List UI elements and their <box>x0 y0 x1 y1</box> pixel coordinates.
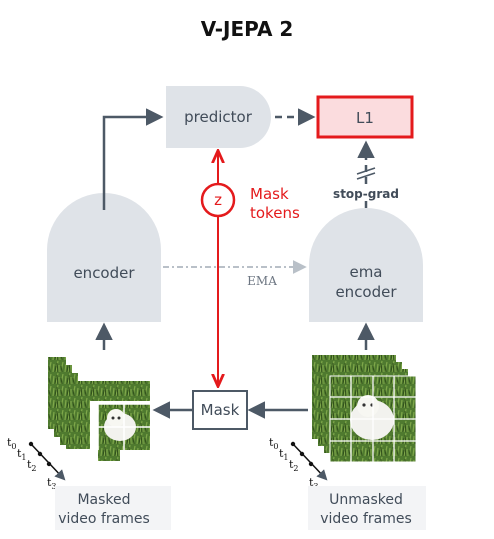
unmasked-caption-bg <box>308 486 426 530</box>
t2-label-right: t2 <box>289 458 299 473</box>
t0-dot-left <box>28 441 34 447</box>
visible-patch-b <box>90 381 150 401</box>
kitten-head <box>107 409 125 427</box>
kitten-eye-left <box>111 416 115 420</box>
visible-patch-a <box>66 381 90 401</box>
encoder-label: encoder <box>73 264 135 282</box>
t0-dot-right <box>290 441 296 447</box>
t3-label-left: t3 <box>47 476 57 491</box>
t2-dot-right <box>308 461 314 467</box>
time-axis-arrow-right <box>292 443 328 481</box>
ema-encoder-node <box>309 208 423 322</box>
unmasked-caption-line1: Unmasked <box>329 492 403 508</box>
masked-grid-lines <box>97 403 150 450</box>
stop-grad-bg <box>330 186 402 201</box>
masked-caption-bg <box>55 486 171 530</box>
t1-dot-left <box>37 451 43 457</box>
t0-label-right: t0 <box>269 436 279 451</box>
predictor-node <box>166 86 271 148</box>
masked-caption-line2: video frames <box>58 511 150 527</box>
t2-label-left: t2 <box>27 458 37 473</box>
mask-tokens-label-line1: Mask <box>250 185 289 203</box>
stop-grad-label: stop-grad <box>333 187 399 201</box>
unmasked-kitten-head <box>357 395 379 417</box>
unmasked-frame-border <box>329 375 417 463</box>
time-axis-unmasked: t0 t1 t2 t3 <box>269 436 328 491</box>
mask-label: Mask <box>201 401 240 419</box>
unmasked-kitten-eye-left <box>362 403 366 407</box>
visible-patch-e <box>98 449 120 461</box>
unmasked-caption-line2: video frames <box>320 511 412 527</box>
masked-caption-line1: Masked <box>77 492 130 508</box>
stop-grad-slash-2 <box>356 172 376 180</box>
stop-grad-slash-1 <box>356 167 376 175</box>
unmasked-video-frames <box>312 355 417 463</box>
l1-loss-box <box>316 95 414 139</box>
diagram-title: V-JEPA 2 <box>201 17 294 41</box>
time-axis-arrow-left <box>30 443 66 481</box>
unmasked-grid-lines <box>330 376 416 462</box>
visible-patch-c <box>66 401 90 449</box>
ema-label: EMA <box>247 274 277 288</box>
t1-dot-right <box>299 451 305 457</box>
ema-encoder-label-line2: encoder <box>335 283 397 301</box>
t1-label-right: t1 <box>279 447 289 462</box>
t0-label-left: t0 <box>7 436 17 451</box>
l1-loss-label: L1 <box>356 109 374 127</box>
time-axis-masked: t0 t1 t2 t3 <box>7 436 66 491</box>
z-label: z <box>214 191 222 209</box>
predictor-label: predictor <box>184 108 253 126</box>
masked-video-frames <box>48 357 150 461</box>
kitten-eye-right <box>117 416 121 420</box>
encoder-node <box>47 193 161 322</box>
encoder-to-predictor-arrow <box>102 108 164 210</box>
mask-tokens-label-line2: tokens <box>250 204 300 222</box>
ema-encoder-label-line1: ema <box>349 263 382 281</box>
t1-label-left: t1 <box>17 447 27 462</box>
t2-dot-left <box>46 461 52 467</box>
